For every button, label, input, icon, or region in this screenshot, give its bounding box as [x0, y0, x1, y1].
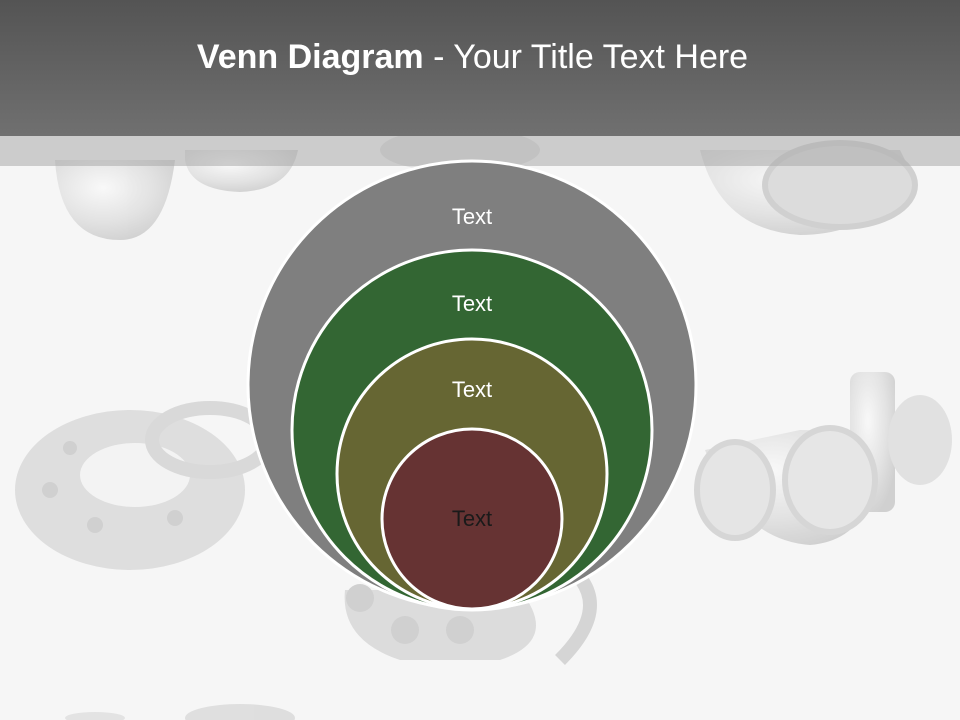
venn-circle-inner[interactable]: [380, 427, 564, 611]
slide-title-rest: - Your Title Text Here: [423, 38, 749, 76]
venn-label-second: Text: [452, 291, 492, 316]
slide-title: Venn Diagram - Your Title Text Here: [0, 38, 945, 77]
slide-title-bold: Venn Diagram: [196, 38, 424, 76]
venn-label-outer: Text: [452, 204, 492, 229]
title-bar: [0, 0, 960, 136]
venn-label-third: Text: [452, 377, 492, 402]
venn-label-inner: Text: [452, 506, 492, 531]
